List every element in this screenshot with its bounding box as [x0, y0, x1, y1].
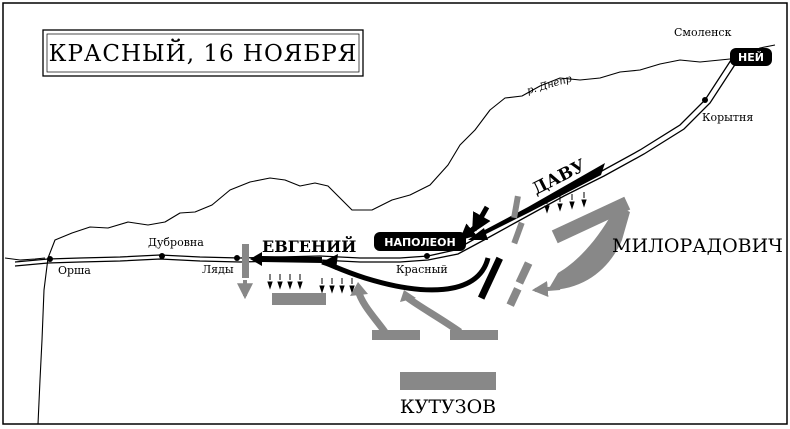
russian-pickets-west	[267, 274, 355, 294]
russian-block-west	[272, 293, 326, 305]
city-dot-korytnya	[702, 97, 708, 103]
miloradovich-arrow	[531, 281, 561, 297]
kutuzov-main-army	[400, 372, 496, 390]
davout-column	[479, 163, 605, 236]
eugene-arrowhead	[250, 252, 262, 266]
miloradovich-unit-2	[548, 205, 630, 290]
kutuzov-arrow-1	[354, 288, 388, 335]
french-arrow-napoleon	[459, 222, 480, 241]
city-label-orsha: Орша	[58, 264, 91, 277]
napoleon-retreat-arrowhead	[322, 254, 338, 270]
city-dot-dubrovna	[159, 253, 165, 259]
russian-block-lyady	[242, 244, 249, 278]
russian-dash-2	[511, 221, 525, 245]
river-tributary-west	[4, 257, 46, 261]
commander-kutuzov: КУТУЗОВ	[400, 396, 496, 418]
main-road	[14, 56, 734, 263]
russian-dash-3	[515, 261, 533, 285]
city-label-dubrovna: Дубровна	[148, 236, 204, 249]
eugene-column	[262, 256, 322, 263]
city-dot-orsha	[47, 256, 53, 262]
city-dot-lyady	[234, 255, 240, 261]
russian-dash-1	[511, 195, 521, 219]
map-title: КРАСНЫЙ, 16 НОЯБРЯ	[49, 39, 358, 67]
russian-pickets-east	[544, 192, 587, 214]
kutuzov-unit-2	[450, 330, 498, 340]
ney-badge	[730, 48, 772, 66]
city-label-lyady: Ляды	[202, 263, 234, 276]
city-dot-krasny	[424, 253, 430, 259]
commander-miloradovich: МИЛОРАДОВИЧ	[612, 235, 783, 257]
city-label-krasny: Красный	[396, 263, 448, 276]
kutuzov-arrowhead-2	[400, 290, 416, 302]
title-box	[42, 29, 364, 77]
commander-napoleon: НАПОЛЕОН	[384, 236, 455, 249]
miloradovich-unit-1	[551, 196, 631, 244]
main-road-parallel	[14, 59, 739, 267]
kutuzov-arrow-2	[405, 295, 463, 335]
napoleon-badge	[374, 232, 466, 251]
commander-ney: НЕЙ	[738, 51, 764, 64]
city-label-smolensk: Смоленск	[674, 26, 732, 39]
city-label-korytnya: Корытня	[702, 111, 753, 124]
commander-eugene: ЕВГЕНИЙ	[262, 235, 356, 256]
river-label: р. Днепр	[526, 73, 574, 96]
kutuzov-unit-1	[372, 330, 420, 340]
kutuzov-arrowhead-1	[350, 282, 368, 296]
french-line-krasny	[477, 256, 503, 300]
dnieper-river	[37, 44, 776, 425]
russian-dash-4	[506, 287, 522, 307]
